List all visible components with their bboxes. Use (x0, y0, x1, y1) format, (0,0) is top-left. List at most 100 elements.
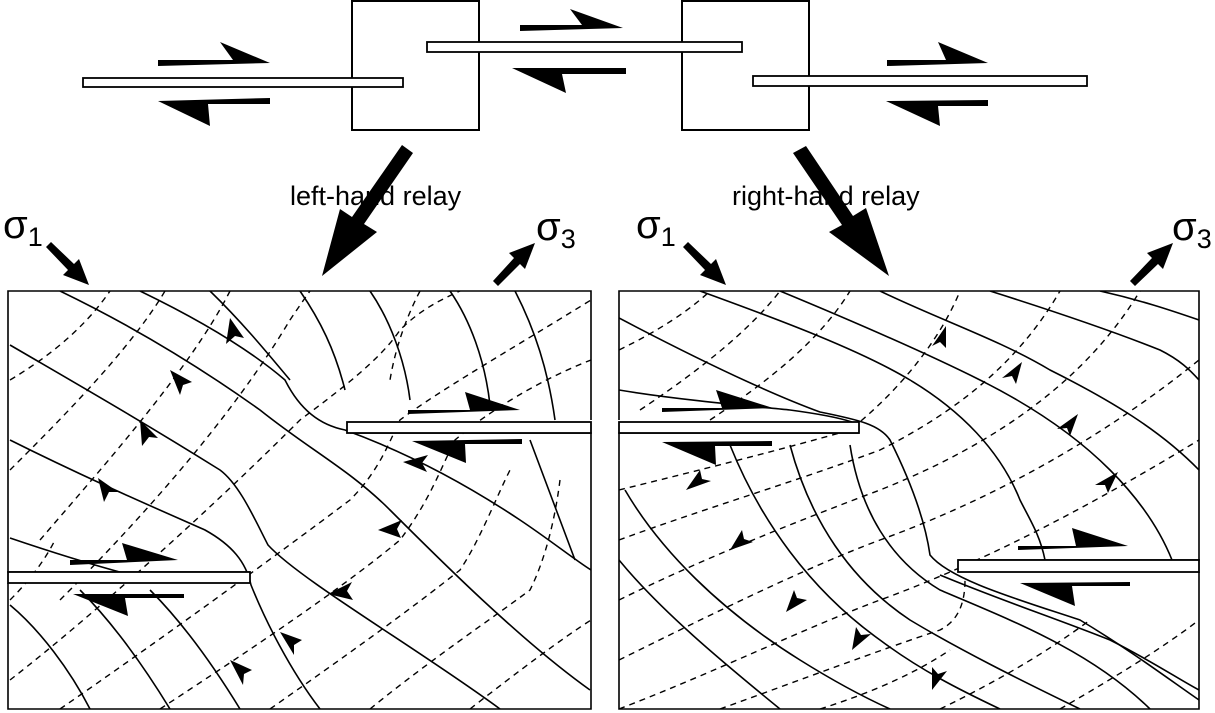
right-dashed-line-12 (1059, 619, 1199, 709)
left-dashed-line-11 (9, 539, 56, 601)
right-solid-line-12 (849, 444, 1151, 709)
left-solid-line-14 (529, 439, 576, 561)
left-stepover-box (351, 0, 480, 131)
right-solid-line-4 (879, 291, 1199, 471)
right-panel-lower-fault (957, 559, 1200, 573)
left-solid-line-13 (149, 589, 241, 709)
right-flow-arrow-4 (1095, 472, 1118, 493)
right-solid-line-6 (1099, 291, 1199, 321)
sigma1-right-label: σ1 (636, 203, 676, 252)
right-dashed-line-9 (719, 579, 966, 709)
right-solid-line-5 (989, 291, 1199, 381)
left-panel-lower-left-arrow (73, 594, 184, 616)
left-dashed-line-12 (389, 291, 421, 381)
right-dashed-line-1 (619, 291, 711, 351)
top-right-lower-arrow (886, 100, 988, 126)
sigma3-right-arrow (1130, 243, 1173, 286)
top-fault-left (82, 77, 404, 88)
left-panel-lower-right-arrow (70, 543, 178, 565)
sigma3-right-label: σ3 (1172, 205, 1212, 254)
left-flow-arrow-2 (170, 370, 192, 395)
left-flow-arrow-5 (403, 455, 428, 472)
right-dashed-line-8 (619, 439, 1199, 709)
left-solid-line-4 (59, 291, 591, 691)
right-flow-arrow-7 (786, 590, 807, 612)
sigma1-left-arrow (46, 242, 89, 285)
right-flow-arrow-8 (852, 627, 871, 650)
right-dashed-line-5 (619, 291, 1061, 541)
top-mid-lower-arrow (512, 68, 626, 93)
left-panel-upper-fault (346, 421, 592, 434)
left-panel-lower-fault (7, 571, 251, 584)
right-panel-upper-left-arrow (662, 441, 772, 465)
top-schematic (82, 0, 1088, 276)
left-relay-label: left-hand relay (290, 181, 462, 211)
right-solid-line-7 (619, 389, 853, 423)
left-flow-arrow-7 (328, 582, 353, 600)
right-solid-line-9 (624, 489, 891, 709)
right-solid-line-2 (699, 291, 1046, 561)
left-dashed-line-10 (469, 619, 591, 709)
right-flow-arrow-5 (686, 470, 711, 490)
left-flow-arrow-3 (140, 420, 158, 446)
right-dashed-line-2 (639, 291, 781, 411)
left-flow-arrow-9 (230, 660, 252, 685)
left-flow-arrow-8 (280, 632, 302, 655)
left-solid-line-11 (9, 604, 91, 709)
right-panel-lower-right-arrow (1018, 528, 1128, 550)
left-dashed-line-7 (159, 359, 591, 709)
right-solid-line-11 (789, 444, 1081, 709)
left-solid-line-6 (209, 291, 291, 381)
right-panel-upper-fault (618, 421, 860, 434)
left-flow-arrow-6 (378, 520, 402, 538)
left-dashed-line-1 (9, 291, 111, 381)
right-relay-pointer-arrow (793, 146, 889, 276)
right-dashed-line-10 (819, 649, 951, 709)
right-solid-line-1 (619, 317, 1199, 701)
sigma1-left-label: σ1 (3, 203, 43, 252)
sigma1-right-arrow (683, 242, 726, 285)
right-panel-upper-right-arrow (662, 390, 773, 412)
right-flow-arrow-6 (730, 530, 753, 550)
left-dashed-line-5 (9, 291, 461, 681)
right-solid-line-13 (939, 574, 1199, 691)
left-solid-line-7 (299, 291, 346, 391)
right-solid-line-8 (619, 559, 781, 709)
top-fault-right (752, 75, 1088, 87)
right-stepover-box (681, 0, 810, 131)
left-solid-line-8 (369, 291, 411, 401)
top-mid-upper-arrow (520, 9, 623, 31)
left-solid-line-5 (139, 291, 591, 571)
left-relay-panel (7, 290, 592, 710)
right-relay-panel (618, 290, 1200, 710)
right-flow-arrow-9 (932, 667, 947, 690)
sigma3-left-label: σ3 (536, 205, 576, 254)
top-right-upper-arrow (887, 42, 988, 66)
left-panel-upper-left-arrow (412, 439, 522, 463)
stress-labels: σ1 σ3 σ1 σ3 (3, 203, 1212, 286)
top-left-upper-arrow (158, 42, 270, 66)
sigma3-left-arrow (493, 243, 535, 286)
right-flow-arrow-3 (1057, 414, 1078, 436)
left-dashed-line-2 (9, 291, 166, 471)
left-solid-line-1 (9, 344, 501, 709)
left-panel-upper-right-arrow (408, 392, 520, 414)
right-solid-line-10 (729, 444, 1001, 709)
right-solid-line-3 (779, 291, 1173, 561)
left-flow-arrow-1 (226, 318, 244, 344)
left-flow-arrow-4 (98, 478, 118, 502)
left-solid-line-10 (514, 291, 556, 421)
top-fault-middle (426, 41, 743, 53)
left-dashed-line-9 (369, 479, 561, 709)
left-relay-pointer-arrow (322, 145, 413, 276)
right-dashed-line-11 (939, 619, 1091, 709)
right-panel-lower-left-arrow (1020, 582, 1130, 606)
right-flow-arrow-1 (932, 326, 946, 348)
left-dashed-line-6 (59, 299, 591, 709)
right-relay-label: right-hand relay (732, 181, 920, 211)
right-flow-arrow-2 (1002, 362, 1022, 384)
left-dashed-line-8 (269, 469, 511, 709)
top-left-lower-arrow (158, 98, 270, 126)
left-solid-line-9 (449, 291, 491, 406)
